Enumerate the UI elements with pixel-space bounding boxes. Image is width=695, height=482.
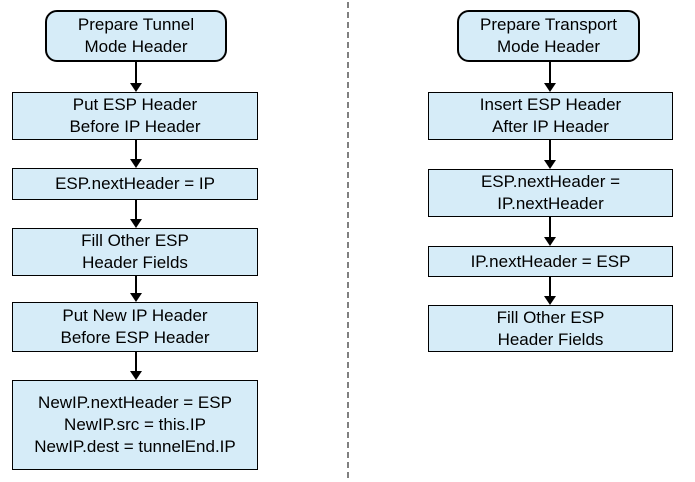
arrow-shaft [135, 276, 137, 293]
arrowhead-icon [544, 160, 556, 169]
transport-step-esp-nextheader: ESP.nextHeader = IP.nextHeader [428, 169, 673, 217]
transport-step-fill-other-esp: Fill Other ESP Header Fields [428, 305, 673, 352]
arrow-down-icon [130, 200, 142, 228]
arrow-shaft [549, 62, 551, 83]
arrowhead-icon [130, 159, 142, 168]
arrowhead-icon [130, 83, 142, 92]
tunnel-step-put-esp-header: Put ESP Header Before IP Header [12, 92, 258, 140]
tunnel-step-put-new-ip-header: Put New IP Header Before ESP Header [12, 302, 258, 352]
arrow-down-icon [130, 276, 142, 302]
arrowhead-icon [544, 296, 556, 305]
arrowhead-icon [544, 83, 556, 92]
arrow-shaft [135, 352, 137, 371]
arrow-shaft [135, 200, 137, 219]
tunnel-flow-start-terminator: Prepare Tunnel Mode Header [45, 10, 227, 62]
arrow-down-icon [544, 217, 556, 246]
arrow-down-icon [544, 62, 556, 92]
arrow-shaft [549, 277, 551, 296]
tunnel-step-newip-assignments: NewIP.nextHeader = ESP NewIP.src = this.… [12, 380, 258, 470]
arrowhead-icon [544, 237, 556, 246]
arrow-shaft [549, 140, 551, 160]
arrow-down-icon [130, 352, 142, 380]
transport-step-insert-esp-header: Insert ESP Header After IP Header [428, 92, 673, 140]
arrow-down-icon [130, 140, 142, 168]
arrow-down-icon [544, 277, 556, 305]
arrow-shaft [135, 140, 137, 159]
dashed-divider [347, 2, 349, 478]
arrow-shaft [135, 62, 137, 83]
transport-flow-start-terminator: Prepare Transport Mode Header [457, 10, 640, 62]
tunnel-step-esp-nextheader: ESP.nextHeader = IP [12, 168, 258, 200]
arrow-shaft [549, 217, 551, 237]
arrow-down-icon [544, 140, 556, 169]
arrowhead-icon [130, 219, 142, 228]
transport-step-ip-nextheader: IP.nextHeader = ESP [428, 246, 673, 277]
arrowhead-icon [130, 293, 142, 302]
tunnel-step-fill-other-esp: Fill Other ESP Header Fields [12, 228, 258, 276]
arrowhead-icon [130, 371, 142, 380]
arrow-down-icon [130, 62, 142, 92]
